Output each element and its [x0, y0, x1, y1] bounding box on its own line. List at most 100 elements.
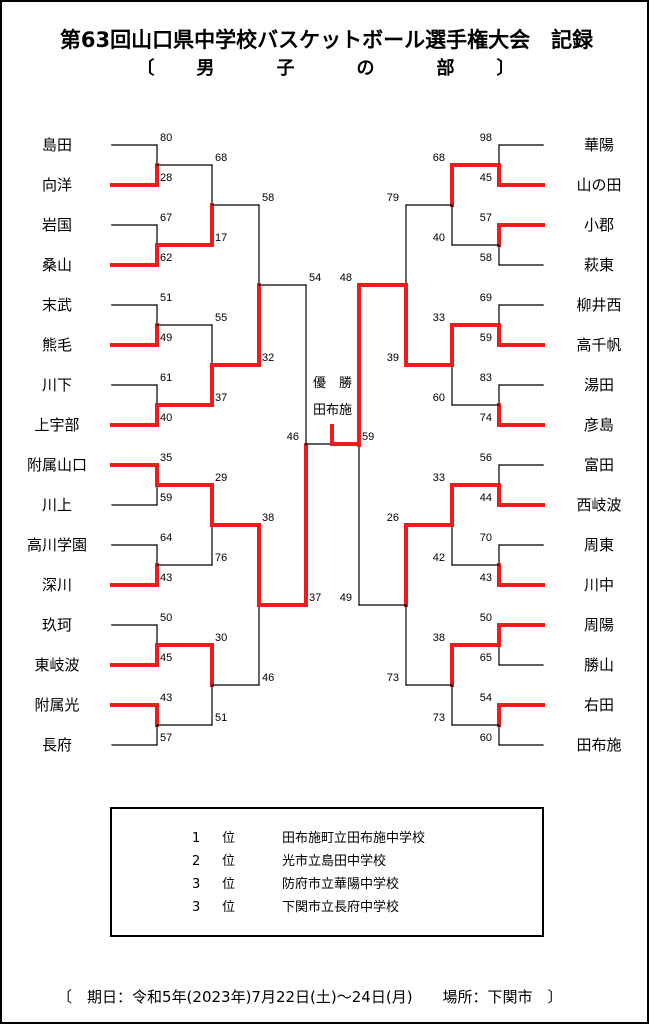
- right-r4-score: 49: [339, 592, 352, 604]
- right-r1-score: 74: [479, 412, 492, 424]
- left-team-name: 高川学園: [26, 536, 87, 554]
- result-position: 位: [222, 900, 236, 915]
- right-r1-score: 44: [479, 492, 492, 504]
- right-r1-score: 58: [479, 252, 492, 264]
- right-r3-score: 73: [386, 672, 399, 684]
- final-left-score: 46: [286, 431, 299, 443]
- result-position: 位: [222, 831, 236, 846]
- left-r1-score: 59: [160, 492, 173, 504]
- right-r1-score: 57: [479, 212, 492, 224]
- left-r1-score: 35: [160, 452, 173, 464]
- right-r2-score: 42: [432, 552, 445, 564]
- left-r2-score: 76: [215, 552, 228, 564]
- final-right-score: 59: [362, 431, 375, 443]
- right-r2-score: 60: [432, 392, 445, 404]
- left-team-name: 桑山: [41, 256, 72, 274]
- right-team-name: 周陽: [583, 616, 614, 634]
- left-team-name: 長府: [41, 736, 72, 754]
- left-r1-score: 50: [160, 612, 173, 624]
- left-r1-score: 51: [160, 292, 173, 304]
- right-r2-score: 33: [432, 312, 445, 324]
- left-r1-score: 64: [160, 532, 173, 544]
- results-box: 1 位 田布施町立田布施中学校 2 位 光市立島田中学校 3 位 防府市立華陽中…: [110, 807, 544, 937]
- right-team-name: 小郡: [583, 216, 614, 234]
- left-r2-score: 68: [215, 152, 228, 164]
- right-r1-score: 43: [479, 572, 492, 584]
- left-team-name: 附属山口: [26, 456, 87, 474]
- result-school: 防府市立華陽中学校: [282, 877, 400, 892]
- result-rank: 3: [192, 877, 201, 892]
- right-r2-score: 73: [432, 712, 445, 724]
- result-school: 下関市立長府中学校: [282, 900, 400, 915]
- right-r1-score: 65: [479, 652, 492, 664]
- right-r1-score: 54: [479, 692, 492, 704]
- right-team-name: 富田: [583, 456, 614, 474]
- left-r1-score: 80: [160, 132, 173, 144]
- right-r1-score: 98: [479, 132, 492, 144]
- left-r1-score: 45: [160, 652, 173, 664]
- left-team-name: 附属光: [34, 696, 80, 714]
- champion-label: 優 勝: [313, 376, 353, 391]
- right-r2-score: 40: [432, 232, 445, 244]
- right-team-name: 華陽: [583, 136, 614, 154]
- right-team-name: 湯田: [583, 376, 614, 394]
- left-team-name: 川下: [41, 376, 72, 394]
- right-r2-score: 68: [432, 152, 445, 164]
- page-title: 第63回山口県中学校バスケットボール選手権大会 記録: [59, 28, 594, 52]
- left-team-name: 玖珂: [41, 616, 72, 634]
- right-r1-score: 60: [479, 732, 492, 744]
- result-rank: 3: [192, 900, 201, 915]
- champion-team: 田布施: [313, 403, 353, 418]
- left-r2-score: 30: [215, 632, 228, 644]
- right-r1-score: 70: [479, 532, 492, 544]
- result-position: 位: [222, 854, 236, 869]
- left-r3-score: 46: [262, 672, 275, 684]
- right-r4-score: 48: [339, 272, 352, 284]
- left-r2-score: 29: [215, 472, 228, 484]
- right-r3-score: 79: [386, 192, 399, 204]
- footer-info: 〔 期日：令和5年(2023年)7月22日(土)～24日(月) 場所：下関市 〕: [57, 988, 563, 1006]
- right-team-name: 西岐波: [576, 496, 622, 514]
- left-team-name: 向洋: [41, 176, 72, 194]
- result-position: 位: [222, 877, 236, 892]
- left-r3-score: 38: [262, 512, 275, 524]
- left-team-name: 上宇部: [34, 416, 80, 434]
- left-r4-score: 37: [309, 592, 322, 604]
- right-r2-score: 33: [432, 472, 445, 484]
- left-team-name: 岩国: [41, 216, 72, 234]
- left-team-name: 島田: [41, 136, 72, 154]
- left-team-name: 深川: [41, 576, 72, 594]
- right-team-name: 右田: [583, 696, 614, 714]
- result-rank: 2: [192, 854, 201, 869]
- left-r1-score: 43: [160, 692, 173, 704]
- left-team-name: 東岐波: [34, 656, 80, 674]
- left-r1-score: 62: [160, 252, 173, 264]
- right-r1-score: 56: [479, 452, 492, 464]
- left-r1-score: 40: [160, 412, 173, 424]
- left-r2-score: 17: [215, 232, 228, 244]
- result-rank: 1: [192, 831, 201, 846]
- left-r3-score: 58: [262, 192, 275, 204]
- right-team-name: 川中: [583, 576, 614, 594]
- right-r2-score: 38: [432, 632, 445, 644]
- result-school: 光市立島田中学校: [282, 854, 387, 869]
- left-r2-score: 37: [215, 392, 228, 404]
- right-r1-score: 50: [479, 612, 492, 624]
- page-subtitle: 〔 男 子 の 部 〕: [136, 58, 517, 79]
- left-team-name: 熊毛: [41, 336, 72, 354]
- right-r1-score: 83: [479, 372, 492, 384]
- left-r1-score: 67: [160, 212, 173, 224]
- right-r3-score: 39: [386, 352, 399, 364]
- left-r1-score: 49: [160, 332, 173, 344]
- left-team-name: 川上: [41, 496, 72, 514]
- right-team-name: 田布施: [576, 736, 622, 754]
- right-team-name: 山の田: [576, 176, 622, 194]
- right-r1-score: 59: [479, 332, 492, 344]
- right-team-name: 勝山: [583, 656, 614, 674]
- left-r2-score: 55: [215, 312, 228, 324]
- right-team-name: 周東: [583, 536, 614, 554]
- left-r1-score: 43: [160, 572, 173, 584]
- right-team-name: 彦島: [583, 416, 614, 434]
